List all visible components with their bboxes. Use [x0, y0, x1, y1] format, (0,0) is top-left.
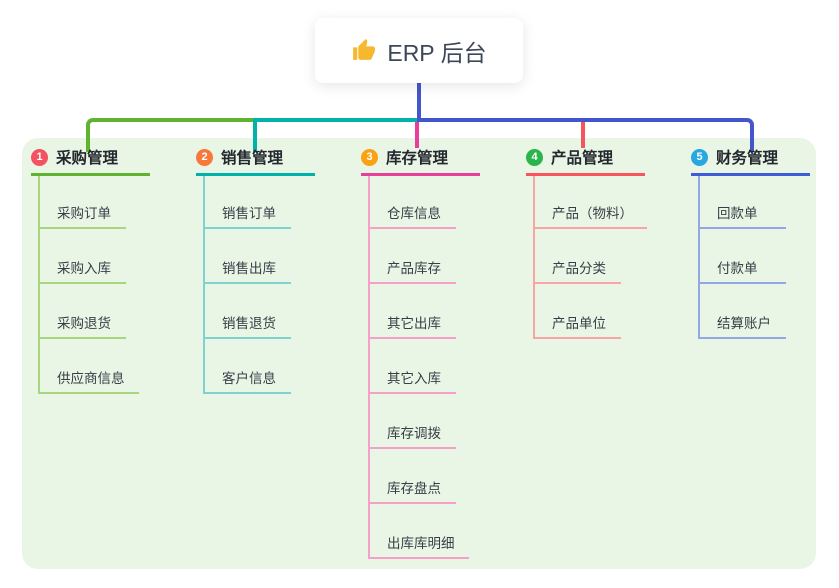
child-node[interactable]: 回款单	[698, 176, 786, 229]
child-node[interactable]: 产品分类	[533, 229, 621, 284]
child-label: 产品（物料）	[552, 206, 633, 221]
connector-branch-3	[415, 122, 419, 148]
branch-label: 财务管理	[716, 150, 779, 167]
branch-label: 采购管理	[56, 150, 119, 167]
child-label: 其它出库	[387, 316, 441, 331]
child-label: 产品库存	[387, 261, 441, 276]
child-node[interactable]: 库存盘点	[368, 449, 456, 504]
child-label: 销售出库	[222, 261, 276, 276]
child-label: 销售退货	[222, 316, 276, 331]
branch-number-badge: 2	[196, 148, 213, 166]
child-node[interactable]: 产品单位	[533, 284, 621, 339]
branch-number-badge: 5	[691, 148, 708, 166]
child-label: 采购退货	[57, 316, 111, 331]
branch-1: 1 采购管理采购订单采购入库采购退货供应商信息	[31, 147, 150, 394]
branch-header-1[interactable]: 1 采购管理	[31, 147, 150, 176]
child-label: 供应商信息	[57, 371, 125, 386]
branch-header-3[interactable]: 3 库存管理	[361, 147, 480, 176]
child-node[interactable]: 采购订单	[38, 176, 126, 229]
child-node[interactable]: 付款单	[698, 229, 786, 284]
child-node[interactable]: 客户信息	[203, 339, 291, 394]
root-node[interactable]: ERP 后台	[315, 18, 523, 83]
child-label: 产品分类	[552, 261, 606, 276]
root-label: ERP 后台	[387, 39, 487, 66]
child-node[interactable]: 销售订单	[203, 176, 291, 229]
branch-number-badge: 3	[361, 148, 378, 166]
child-node[interactable]: 其它入库	[368, 339, 456, 394]
child-node[interactable]: 库存调拨	[368, 394, 456, 449]
child-node[interactable]: 采购退货	[38, 284, 126, 339]
branch-5: 5 财务管理回款单付款单结算账户	[691, 147, 810, 339]
child-label: 库存盘点	[387, 481, 441, 496]
child-label: 付款单	[717, 261, 758, 276]
map-background	[22, 138, 816, 569]
child-label: 产品单位	[552, 316, 606, 331]
child-label: 回款单	[717, 206, 758, 221]
child-node[interactable]: 结算账户	[698, 284, 786, 339]
child-node[interactable]: 供应商信息	[38, 339, 139, 394]
child-label: 出库库明细	[387, 536, 455, 551]
connector-branch-2	[253, 118, 417, 152]
branch-label: 产品管理	[551, 150, 614, 167]
branch-children: 销售订单销售出库销售退货客户信息	[203, 176, 315, 394]
child-node[interactable]: 仓库信息	[368, 176, 456, 229]
child-node[interactable]: 产品（物料）	[533, 176, 647, 229]
child-node[interactable]: 出库库明细	[368, 504, 469, 559]
child-label: 仓库信息	[387, 206, 441, 221]
child-node[interactable]: 其它出库	[368, 284, 456, 339]
connector-branch-1	[86, 118, 253, 152]
child-node[interactable]: 销售退货	[203, 284, 291, 339]
branch-children: 回款单付款单结算账户	[698, 176, 810, 339]
branch-3: 3 库存管理仓库信息产品库存其它出库其它入库库存调拨库存盘点出库库明细	[361, 147, 480, 559]
child-label: 采购订单	[57, 206, 111, 221]
child-label: 库存调拨	[387, 426, 441, 441]
connector-branch-4	[581, 122, 585, 148]
branch-header-2[interactable]: 2 销售管理	[196, 147, 315, 176]
child-label: 销售订单	[222, 206, 276, 221]
child-label: 客户信息	[222, 371, 276, 386]
thumbs-up-icon	[353, 39, 376, 60]
branch-2: 2 销售管理销售订单销售出库销售退货客户信息	[196, 147, 315, 394]
child-node[interactable]: 产品库存	[368, 229, 456, 284]
branch-label: 库存管理	[386, 150, 449, 167]
root-connector-line	[417, 83, 421, 122]
child-node[interactable]: 销售出库	[203, 229, 291, 284]
branch-children: 产品（物料） 产品分类产品单位	[533, 176, 647, 339]
branch-number-badge: 1	[31, 148, 48, 166]
branch-header-5[interactable]: 5 财务管理	[691, 147, 810, 176]
branch-number-badge: 4	[526, 148, 543, 166]
connector-branch-5	[419, 118, 754, 152]
branch-4: 4 产品管理产品（物料） 产品分类产品单位	[526, 147, 647, 339]
child-label: 采购入库	[57, 261, 111, 276]
child-node[interactable]: 采购入库	[38, 229, 126, 284]
branch-children: 仓库信息产品库存其它出库其它入库库存调拨库存盘点出库库明细	[368, 176, 480, 559]
branch-label: 销售管理	[221, 150, 284, 167]
child-label: 其它入库	[387, 371, 441, 386]
branch-children: 采购订单采购入库采购退货供应商信息	[38, 176, 150, 394]
child-label: 结算账户	[717, 316, 771, 331]
branch-header-4[interactable]: 4 产品管理	[526, 147, 645, 176]
